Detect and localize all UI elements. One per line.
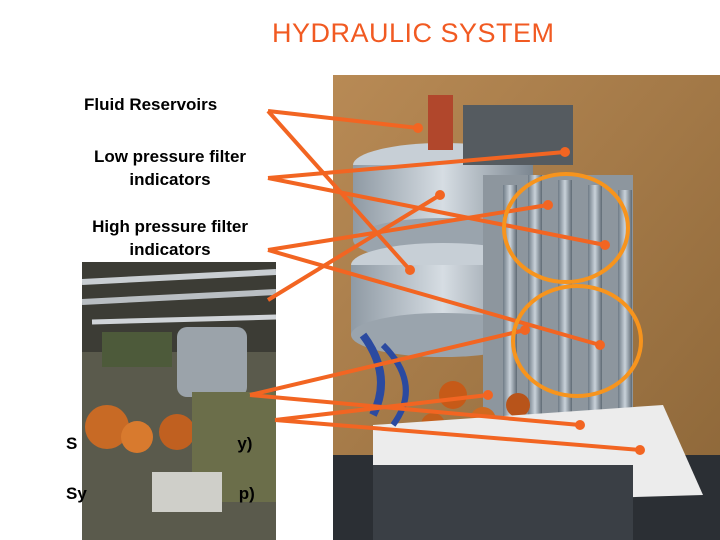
label-low-pressure-filter-indicators: Low pressure filter indicators [60, 145, 280, 191]
label-system-line-2-end: p) [238, 484, 255, 503]
label-system-line-2: Sy p) [66, 482, 255, 505]
label-system-line-1-start: S [66, 434, 78, 453]
label-system-line-2-start: Sy [66, 484, 87, 503]
label-system-line-1-end: y) [237, 434, 253, 453]
label-fluid-reservoirs: Fluid Reservoirs [84, 95, 218, 114]
hydraulic-unit-photo [333, 75, 720, 540]
label-high-pressure-filter-indicators: High pressure filter indicators [60, 215, 280, 261]
slide-title: HYDRAULIC SYSTEM [272, 18, 555, 48]
filter-closeup-photo [82, 262, 276, 540]
label-low-pressure-line1: Low pressure filter [93, 147, 247, 166]
label-low-pressure-line2: indicators [129, 170, 211, 189]
label-high-pressure-line1: High pressure filter [92, 217, 248, 236]
label-high-pressure-line2: indicators [129, 240, 211, 259]
